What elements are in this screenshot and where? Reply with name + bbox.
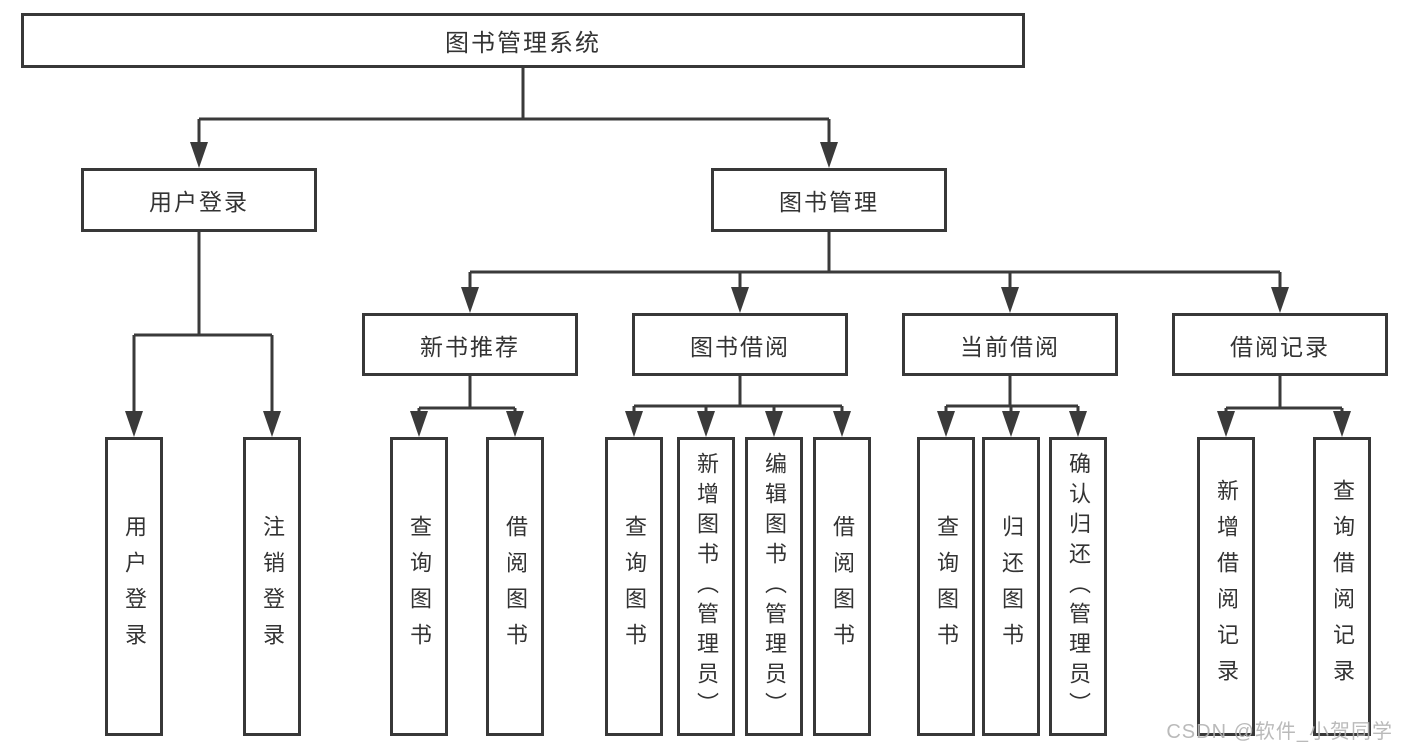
- leaf-current-query-book: 查询图书: [917, 437, 975, 736]
- leaf-current-return-book-label: 归还图书: [999, 514, 1024, 659]
- leaf-recommend-query-book-label: 查询图书: [407, 514, 432, 659]
- connector-current-borrow: [944, 376, 1080, 415]
- node-library-system: 图书管理系统: [21, 13, 1025, 68]
- node-book-management-label: 图书管理: [779, 189, 879, 215]
- node-user-login: 用户登录: [81, 168, 317, 232]
- leaf-records-add-record: 新增借阅记录: [1197, 437, 1255, 736]
- connector-new-book: [417, 376, 517, 415]
- connector-root: [197, 68, 831, 146]
- leaf-recommend-borrow-book: 借阅图书: [486, 437, 544, 736]
- node-new-book-recommend: 新书推荐: [362, 313, 578, 376]
- leaf-borrow-borrow-book: 借阅图书: [813, 437, 871, 736]
- leaf-records-query-record: 查询借阅记录: [1313, 437, 1371, 736]
- node-borrow-records-label: 借阅记录: [1230, 333, 1330, 360]
- leaf-records-add-record-label: 新增借阅记录: [1214, 478, 1239, 695]
- leaf-borrow-query-book-label: 查询图书: [622, 514, 647, 659]
- connector-records: [1224, 376, 1344, 415]
- leaf-borrow-add-book-admin: 新增图书（管理员）: [677, 437, 735, 736]
- connector-book-borrow: [632, 376, 844, 415]
- leaf-borrow-edit-book-admin-label: 编辑图书（管理员）: [762, 451, 787, 722]
- leaf-borrow-edit-book-admin: 编辑图书（管理员）: [745, 437, 803, 736]
- node-book-borrow-label: 图书借阅: [690, 333, 790, 360]
- leaf-current-return-book: 归还图书: [982, 437, 1040, 736]
- arrowheads: [125, 142, 1351, 437]
- leaf-borrow-add-book-admin-label: 新增图书（管理员）: [694, 451, 719, 722]
- leaf-recommend-borrow-book-label: 借阅图书: [503, 514, 528, 659]
- node-new-book-recommend-label: 新书推荐: [420, 333, 520, 360]
- leaf-logout: 注销登录: [243, 437, 301, 736]
- leaf-borrow-query-book: 查询图书: [605, 437, 663, 736]
- leaf-current-confirm-return-admin: 确认归还（管理员）: [1049, 437, 1107, 736]
- leaf-records-query-record-label: 查询借阅记录: [1330, 478, 1355, 695]
- leaf-current-query-book-label: 查询图书: [934, 514, 959, 659]
- node-book-management: 图书管理: [711, 168, 947, 232]
- leaf-logout-label: 注销登录: [260, 514, 285, 659]
- connector-book-mgmt: [468, 232, 1282, 291]
- leaf-recommend-query-book: 查询图书: [390, 437, 448, 736]
- leaf-current-confirm-return-admin-label: 确认归还（管理员）: [1066, 451, 1091, 722]
- leaf-borrow-borrow-book-label: 借阅图书: [830, 514, 855, 659]
- connector-user-login: [132, 232, 274, 415]
- node-book-borrow: 图书借阅: [632, 313, 848, 376]
- node-library-system-label: 图书管理系统: [445, 30, 601, 57]
- node-current-borrow: 当前借阅: [902, 313, 1118, 376]
- node-current-borrow-label: 当前借阅: [960, 333, 1060, 360]
- csdn-watermark: CSDN @软件_小贺同学: [1166, 721, 1393, 743]
- node-borrow-records: 借阅记录: [1172, 313, 1388, 376]
- leaf-user-login: 用户登录: [105, 437, 163, 736]
- leaf-user-login-label: 用户登录: [122, 514, 147, 659]
- node-user-login-label: 用户登录: [149, 189, 249, 215]
